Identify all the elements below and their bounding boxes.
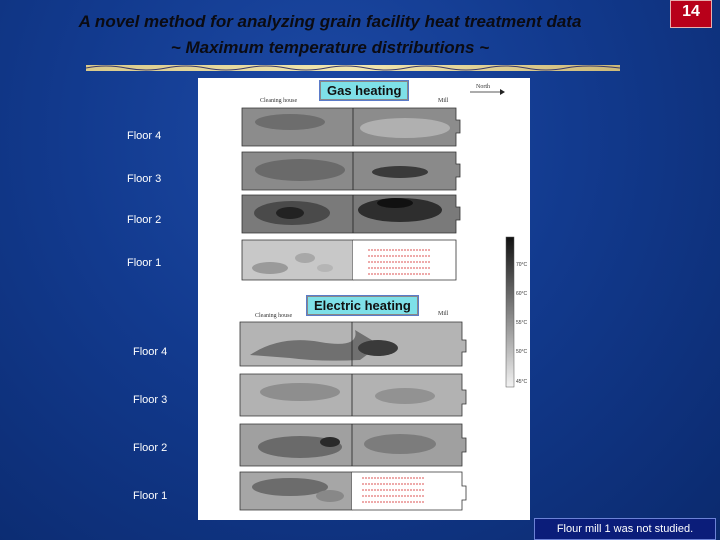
electric-floor-3-label: Floor 3 [133, 394, 168, 406]
gas-floor-4-label: Floor 4 [127, 130, 162, 142]
legend-tick: 45°C [516, 379, 528, 385]
electric-floor-1-map [239, 471, 467, 511]
gas-floor-3-label: Floor 3 [127, 173, 162, 185]
gas-floor-4-map [241, 107, 461, 147]
north-label: North [476, 84, 490, 90]
electric-floor-1-label: Floor 1 [133, 490, 168, 502]
gas-not-studied-hatch [368, 249, 430, 275]
gas-floor-1-map [241, 239, 457, 281]
slide-title-line2: ~ Maximum temperature distributions ~ [170, 38, 490, 57]
legend-tick: 50°C [516, 349, 528, 355]
page-number: 14 [670, 0, 712, 28]
electric-floor-2-map [239, 423, 467, 467]
decorative-divider [86, 65, 620, 71]
electric-not-studied-hatch [362, 477, 424, 503]
cleaning-house-label-electric: Cleaning house [255, 313, 292, 319]
gas-heating-label: Gas heating [320, 81, 409, 100]
mill-label-electric: Mill [438, 311, 449, 317]
electric-floor-4-label: Floor 4 [133, 346, 168, 358]
legend-tick: 55°C [516, 320, 528, 326]
gas-floor-2-map [241, 194, 461, 234]
north-arrowhead-icon [500, 89, 505, 95]
slide-title-line1: A novel method for analyzing grain facil… [78, 12, 582, 31]
gas-floor-3-map [241, 151, 461, 191]
mill-label-gas: Mill [438, 98, 449, 104]
electric-floor-3-map [239, 373, 467, 417]
electric-floor-4-map [239, 321, 467, 367]
legend-tick: 60°C [516, 291, 528, 297]
footnote: Flour mill 1 was not studied. [534, 518, 716, 540]
electric-heating-label: Electric heating [307, 296, 418, 315]
temperature-legend-bar [505, 236, 515, 388]
electric-floor-2-label: Floor 2 [133, 442, 168, 454]
gas-floor-1-label: Floor 1 [127, 257, 162, 269]
cleaning-house-label-gas: Cleaning house [260, 98, 297, 104]
legend-tick: 70°C [516, 262, 528, 268]
gas-floor-2-label: Floor 2 [127, 214, 162, 226]
